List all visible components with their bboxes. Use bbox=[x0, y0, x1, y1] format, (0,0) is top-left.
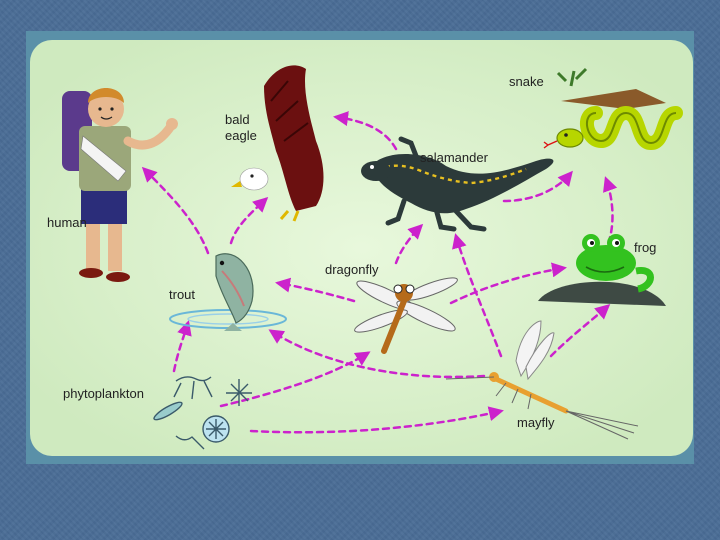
food-web-diagram: human bald eagle snake salamander frog t… bbox=[30, 40, 693, 456]
frog-illustration bbox=[538, 234, 666, 306]
label-trout: trout bbox=[169, 287, 195, 302]
arrow-mayfly-to-frog bbox=[549, 304, 611, 358]
label-salamander: salamander bbox=[420, 150, 489, 165]
slide-frame: human bald eagle snake salamander frog t… bbox=[26, 31, 694, 464]
arrow-phyto-to-mayfly bbox=[249, 406, 504, 434]
arrow-mayfly-to-trout bbox=[268, 329, 486, 379]
salamander-illustration bbox=[361, 136, 554, 232]
eagle-illustration bbox=[231, 65, 324, 222]
arrow-dragonfly-to-trout bbox=[275, 277, 356, 303]
mayfly-illustration bbox=[445, 320, 639, 440]
arrow-phyto-to-dragonfly bbox=[219, 351, 371, 408]
dragonfly-illustration bbox=[354, 277, 458, 354]
label-frog: frog bbox=[634, 240, 656, 255]
arrow-salamander-to-eagle bbox=[333, 111, 398, 151]
arrow-dragonfly-to-salamander bbox=[394, 223, 424, 265]
label-human: human bbox=[47, 215, 87, 230]
arrow-salamander-to-snake bbox=[502, 170, 573, 203]
snake-illustration bbox=[543, 67, 683, 151]
label-mayfly: mayfly bbox=[517, 415, 555, 430]
label-snake: snake bbox=[509, 74, 544, 89]
human-illustration bbox=[62, 88, 178, 282]
arrow-trout-to-eagle bbox=[229, 196, 269, 245]
label-bald-eagle-line2: eagle bbox=[225, 128, 257, 143]
phytoplankton-illustration bbox=[153, 376, 252, 450]
arrow-mayfly-to-salamander bbox=[452, 233, 503, 358]
label-bald-eagle-line1: bald bbox=[225, 112, 250, 127]
label-phytoplankton: phytoplankton bbox=[63, 386, 144, 401]
label-dragonfly: dragonfly bbox=[325, 262, 379, 277]
trout-illustration bbox=[169, 253, 287, 331]
arrow-trout-to-human bbox=[141, 166, 210, 255]
arrow-dragonfly-to-frog bbox=[449, 262, 567, 305]
